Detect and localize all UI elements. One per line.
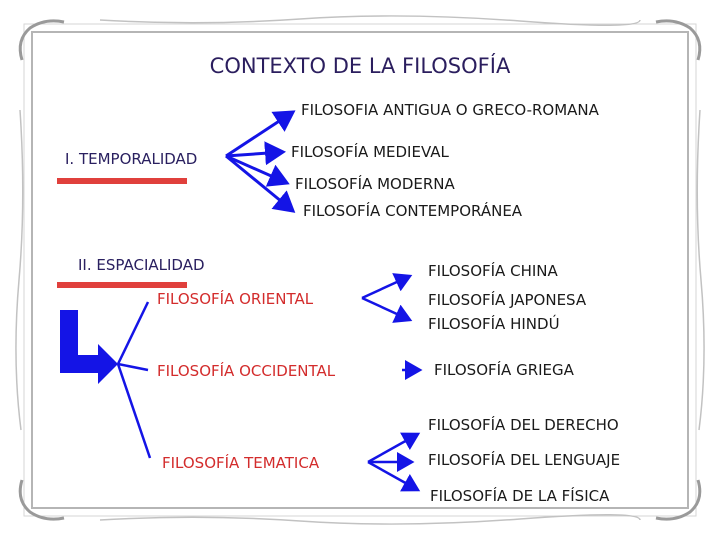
branch-tematica: FILOSOFÍA TEMATICA	[162, 454, 320, 472]
item-griega: FILOSOFÍA GRIEGA	[434, 361, 574, 379]
arrow-moderna	[225, 154, 290, 187]
spatial-underline	[57, 282, 187, 288]
item-derecho: FILOSOFÍA DEL DERECHO	[428, 416, 619, 434]
arrow-china	[361, 273, 413, 300]
item-contemporanea: FILOSOFÍA CONTEMPORÁNEA	[303, 202, 523, 220]
arrow-derecho	[367, 432, 421, 464]
arrow-contemporanea	[225, 154, 296, 213]
arrow-medieval	[225, 141, 286, 166]
branch-line-oriental	[116, 301, 150, 365]
arrow-antigua	[225, 110, 296, 158]
arrow-fisica	[367, 460, 421, 492]
item-lenguaje: FILOSOFÍA DEL LENGUAJE	[428, 451, 621, 469]
item-japonesa: FILOSOFÍA JAPONESA	[428, 291, 587, 309]
branch-occidental: FILOSOFÍA OCCIDENTAL	[157, 362, 336, 380]
arrow-hindu	[361, 296, 413, 323]
l-arrow-icon	[60, 310, 118, 384]
item-moderna: FILOSOFÍA MODERNA	[295, 175, 455, 193]
temporal-underline	[57, 178, 187, 184]
page-title: CONTEXTO DE LA FILOSOFÍA	[209, 54, 511, 78]
spatial-label: II. ESPACIALIDAD	[78, 256, 205, 274]
item-fisica: FILOSOFÍA DE LA FÍSICA	[430, 487, 610, 505]
item-china: FILOSOFÍA CHINA	[428, 262, 558, 280]
item-hindu: FILOSOFÍA HINDÚ	[428, 315, 560, 333]
item-medieval: FILOSOFÍA MEDIEVAL	[291, 143, 449, 161]
temporal-label: I. TEMPORALIDAD	[65, 150, 198, 168]
branch-line-occidental	[117, 362, 149, 372]
item-antigua: FILOSOFIA ANTIGUA O GRECO-ROMANA	[301, 101, 599, 119]
branch-line-tematica	[116, 363, 152, 459]
branch-oriental: FILOSOFÍA ORIENTAL	[157, 290, 314, 308]
